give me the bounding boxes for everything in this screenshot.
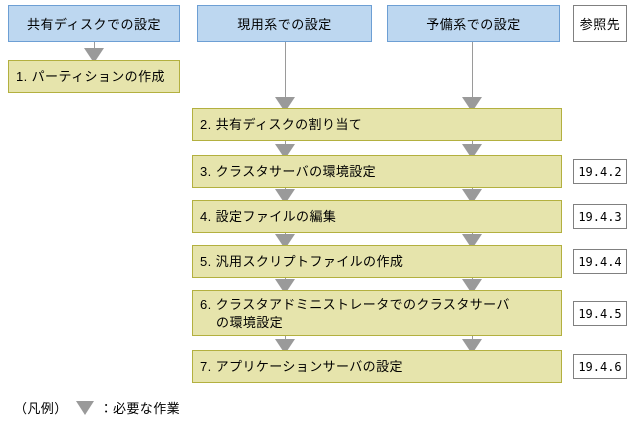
step-box-4: 4. 設定ファイルの編集 [192, 200, 562, 233]
legend-text: ：必要な作業 [99, 401, 181, 416]
down-triangle-icon [75, 400, 94, 415]
connector-line-standby-step2-to-step3 [472, 141, 473, 145]
reference-box-step-5: 19.4.4 [573, 249, 627, 274]
column-header-shared-disk: 共有ディスクでの設定 [8, 5, 180, 42]
step-box-6: 6. クラスタアドミニストレータでのクラスタサーバ の環境設定 [192, 290, 562, 336]
reference-box-step-7: 19.4.6 [573, 354, 627, 379]
column-header-standby-system: 予備系での設定 [387, 5, 560, 42]
connector-line-shared-header-to-step1 [94, 42, 95, 52]
step-box-2: 2. 共有ディスクの割り当て [192, 108, 562, 141]
connector-line-active-step2-to-step3 [285, 141, 286, 145]
reference-box-step-6: 19.4.5 [573, 301, 627, 326]
step-box-5: 5. 汎用スクリプトファイルの作成 [192, 245, 562, 278]
arrow-icon-to-step1 [84, 48, 104, 63]
legend: （凡例） ：必要な作業 [14, 398, 180, 417]
step-box-3: 3. クラスタサーバの環境設定 [192, 155, 562, 188]
column-header-active-system: 現用系での設定 [197, 5, 372, 42]
column-header-reference: 参照先 [573, 5, 627, 42]
reference-box-step-4: 19.4.3 [573, 204, 627, 229]
connector-line-standby-header-to-step2 [472, 42, 473, 98]
step-box-1: 1. パーティションの作成 [8, 60, 180, 93]
connector-line-active-step6-to-step7 [285, 336, 286, 340]
legend-prefix: （凡例） [14, 401, 68, 416]
reference-box-step-3: 19.4.2 [573, 159, 627, 184]
connector-line-standby-step6-to-step7 [472, 336, 473, 340]
connector-line-active-header-to-step2 [285, 42, 286, 98]
step-box-7: 7. アプリケーションサーバの設定 [192, 350, 562, 383]
